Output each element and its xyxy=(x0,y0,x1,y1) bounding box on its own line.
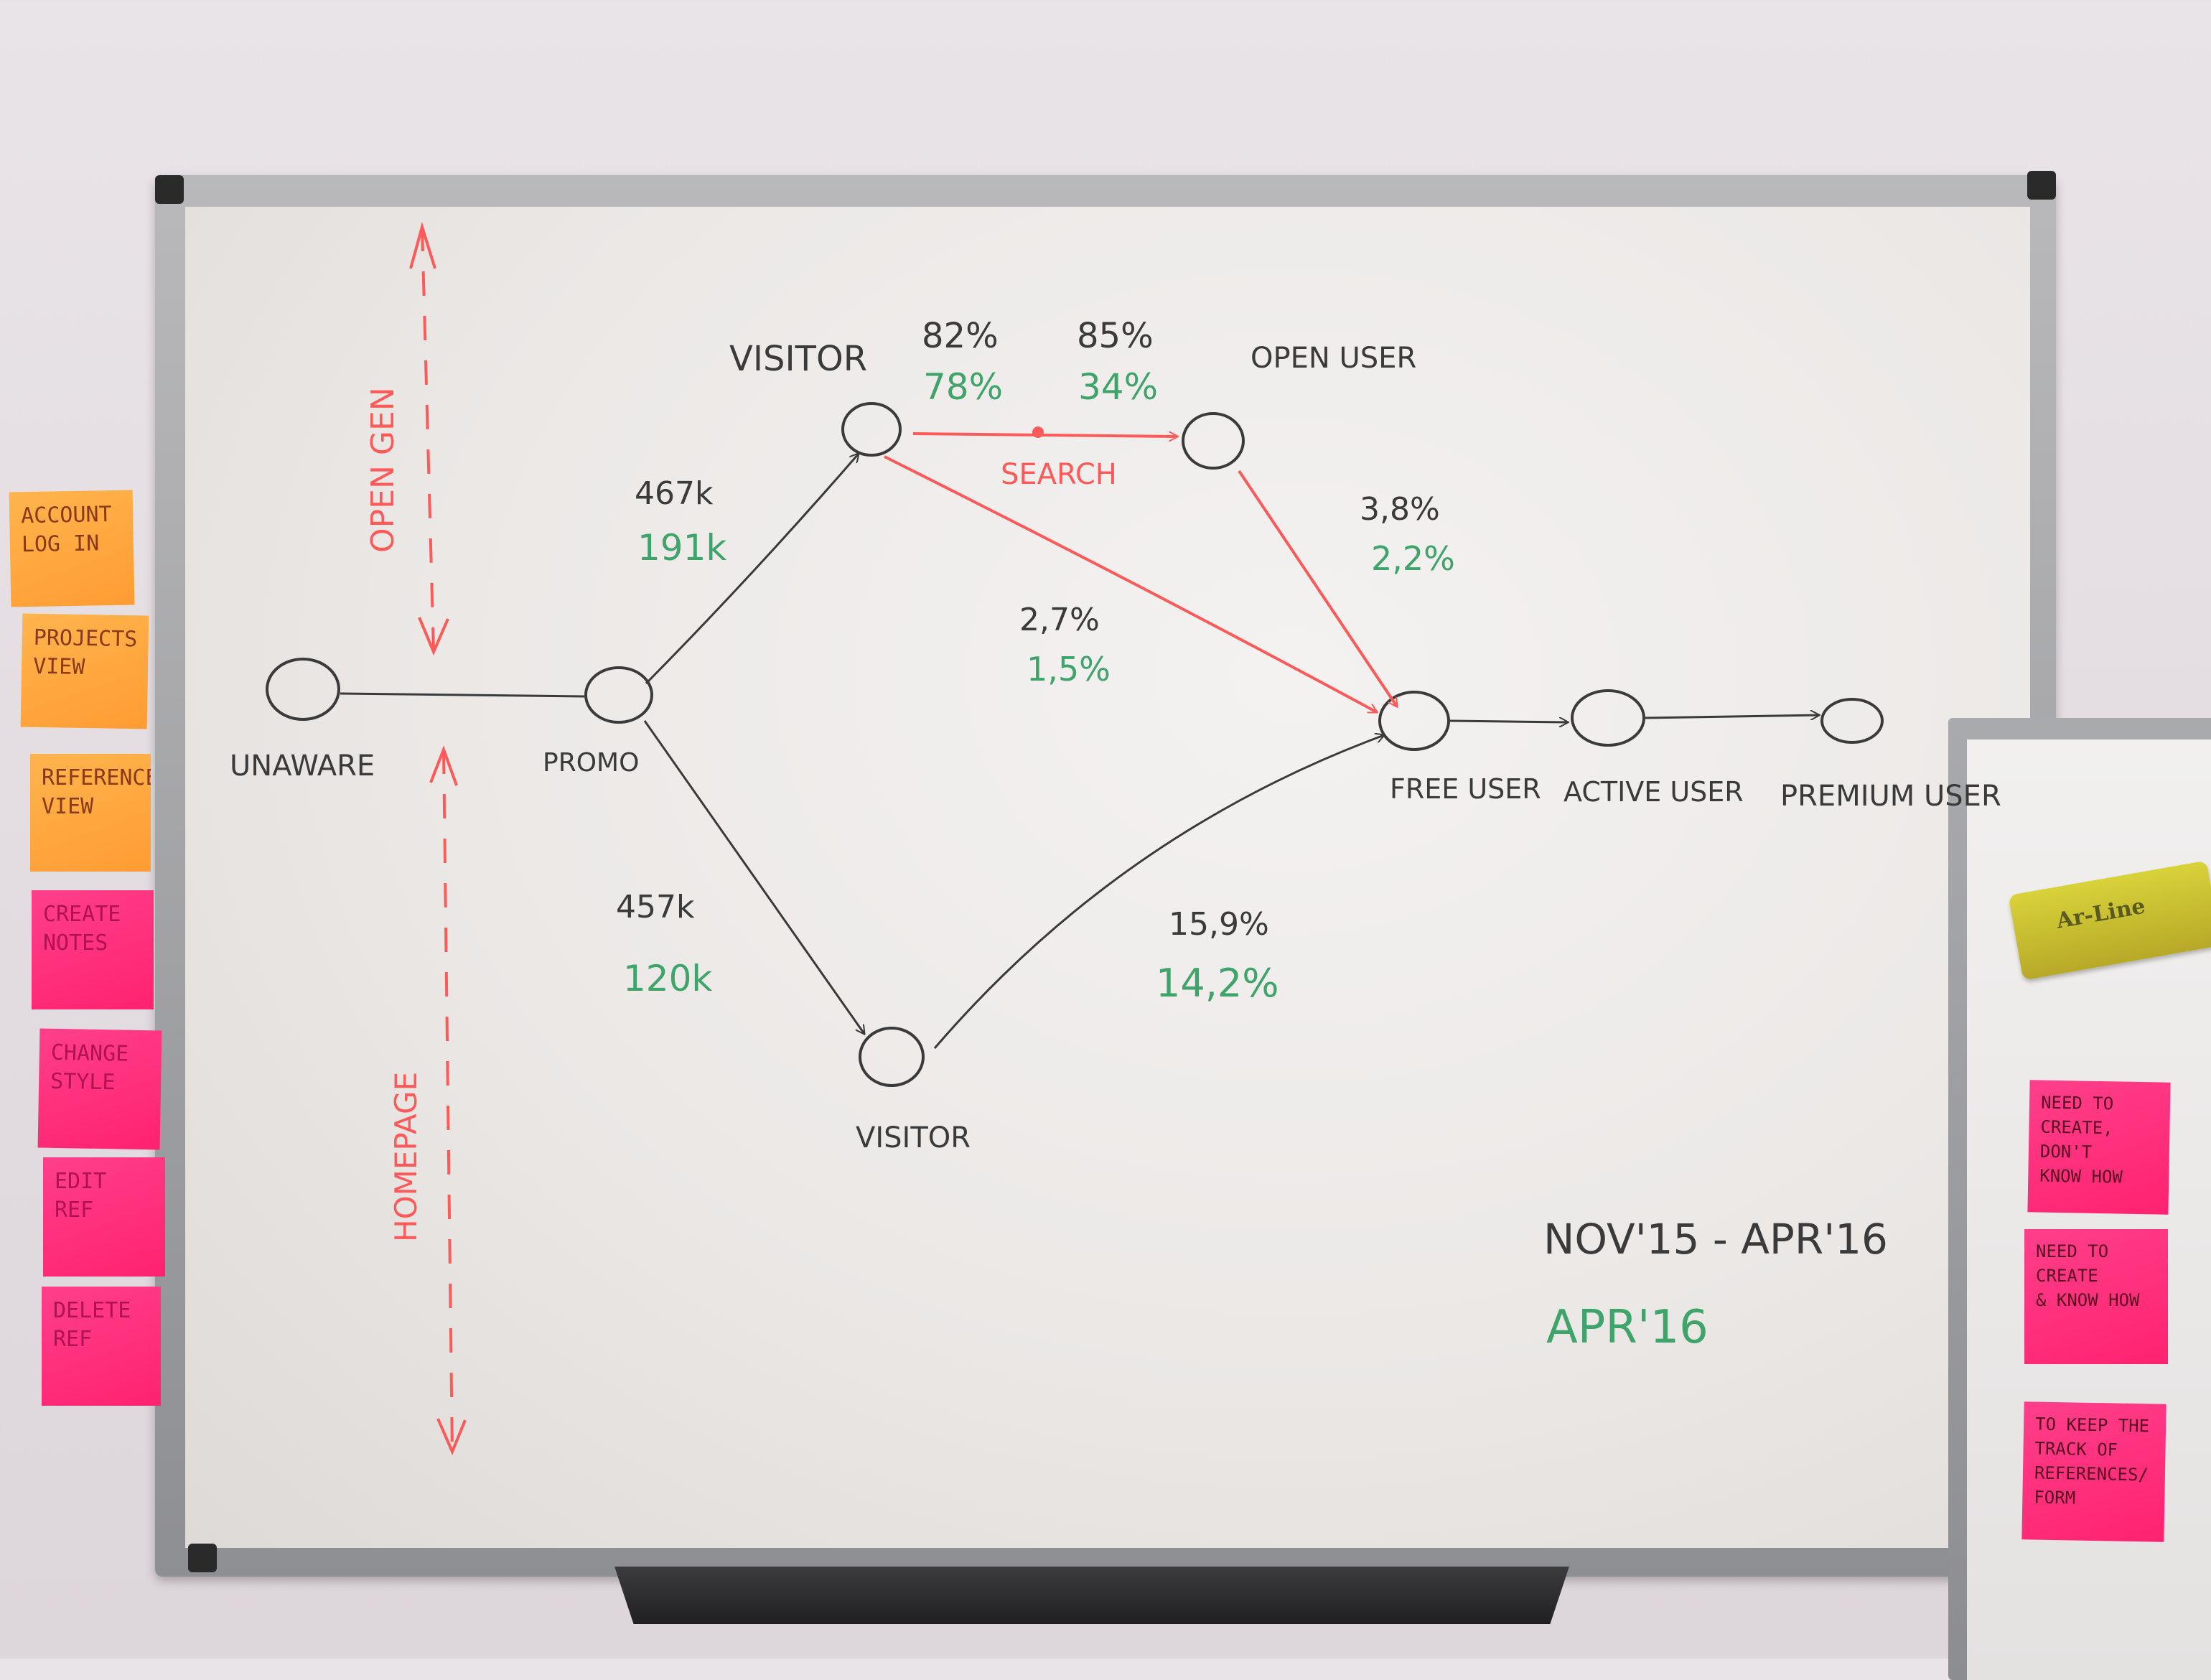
metric-black: 82% xyxy=(922,316,999,356)
metric-green: 191k xyxy=(637,527,726,569)
node-active-user xyxy=(1571,689,1645,747)
frame-corner xyxy=(2027,171,2056,200)
sticky-note[interactable]: CREATE NOTES xyxy=(32,890,154,1009)
edge-promo-visitor-bottom xyxy=(643,720,864,1034)
edge-unaware-promo xyxy=(340,692,585,698)
homepage-arrowhead xyxy=(436,1418,467,1456)
search-marker-dot xyxy=(1032,426,1044,438)
open-gen-arrowhead xyxy=(418,617,449,656)
metric-black: 15,9% xyxy=(1169,906,1269,943)
metric-green: 78% xyxy=(923,366,1003,408)
frame-corner xyxy=(155,175,184,204)
metric-black: 2,7% xyxy=(1019,602,1100,638)
node-promo xyxy=(584,666,653,724)
metric-black: 457k xyxy=(616,889,695,925)
open-gen-arrowhead xyxy=(409,221,436,269)
date-range-green: APR'16 xyxy=(1546,1301,1708,1354)
node-premium-user xyxy=(1820,698,1884,744)
marker-tray xyxy=(614,1567,1569,1624)
edge-open-free xyxy=(1238,470,1397,706)
edge-visitor-top-free xyxy=(884,455,1377,714)
whiteboard-surface xyxy=(185,207,2030,1548)
edge-promo-visitor-top xyxy=(645,454,859,685)
node-open-user xyxy=(1182,412,1245,470)
node-unaware xyxy=(266,658,340,721)
edge-search xyxy=(912,434,1177,437)
homepage-arrowhead xyxy=(429,745,458,786)
label-promo: PROMO xyxy=(543,748,639,778)
node-free-user xyxy=(1378,691,1450,751)
label-active-user: ACTIVE USER xyxy=(1563,776,1744,808)
label-open-gen: OPEN GEN xyxy=(365,387,401,553)
frame-corner xyxy=(188,1544,217,1572)
open-gen-arrow xyxy=(421,226,435,653)
metric-green: 120k xyxy=(623,958,712,999)
sticky-note[interactable]: REFERENCES VIEW xyxy=(30,754,151,872)
metric-green: 2,2% xyxy=(1371,539,1455,578)
date-range: NOV'15 - APR'16 xyxy=(1543,1215,1888,1264)
sticky-note[interactable]: EDIT REF xyxy=(43,1157,165,1277)
label-visitor-top: VISITOR xyxy=(729,339,867,379)
edge-active-premium xyxy=(1643,715,1819,718)
label-visitor-bottom: VISITOR xyxy=(856,1121,971,1154)
label-homepage: HOMEPAGE xyxy=(388,1072,424,1242)
label-free-user: FREE USER xyxy=(1390,773,1541,805)
edge-visitor-bottom-free xyxy=(933,735,1384,1049)
metric-green: 34% xyxy=(1078,366,1158,408)
metric-green: 1,5% xyxy=(1027,650,1111,689)
metric-green: 14,2% xyxy=(1156,961,1279,1006)
metric-black: 467k xyxy=(635,475,714,512)
label-open-user: OPEN USER xyxy=(1251,342,1416,375)
metric-black: 85% xyxy=(1077,316,1154,356)
label-premium-user: PREMIUM USER xyxy=(1780,780,2001,813)
edge-free-active xyxy=(1448,721,1568,722)
node-visitor-bottom xyxy=(859,1027,925,1087)
label-search: SEARCH xyxy=(1001,458,1117,491)
metric-black: 3,8% xyxy=(1360,491,1440,528)
homepage-arrow xyxy=(442,749,454,1452)
node-visitor-top xyxy=(841,402,902,457)
sticky-note[interactable]: NEED TO CREATE & KNOW HOW xyxy=(2024,1229,2168,1364)
sticky-note[interactable]: DELETE REF xyxy=(42,1287,161,1406)
label-unaware: UNAWARE xyxy=(230,750,375,783)
